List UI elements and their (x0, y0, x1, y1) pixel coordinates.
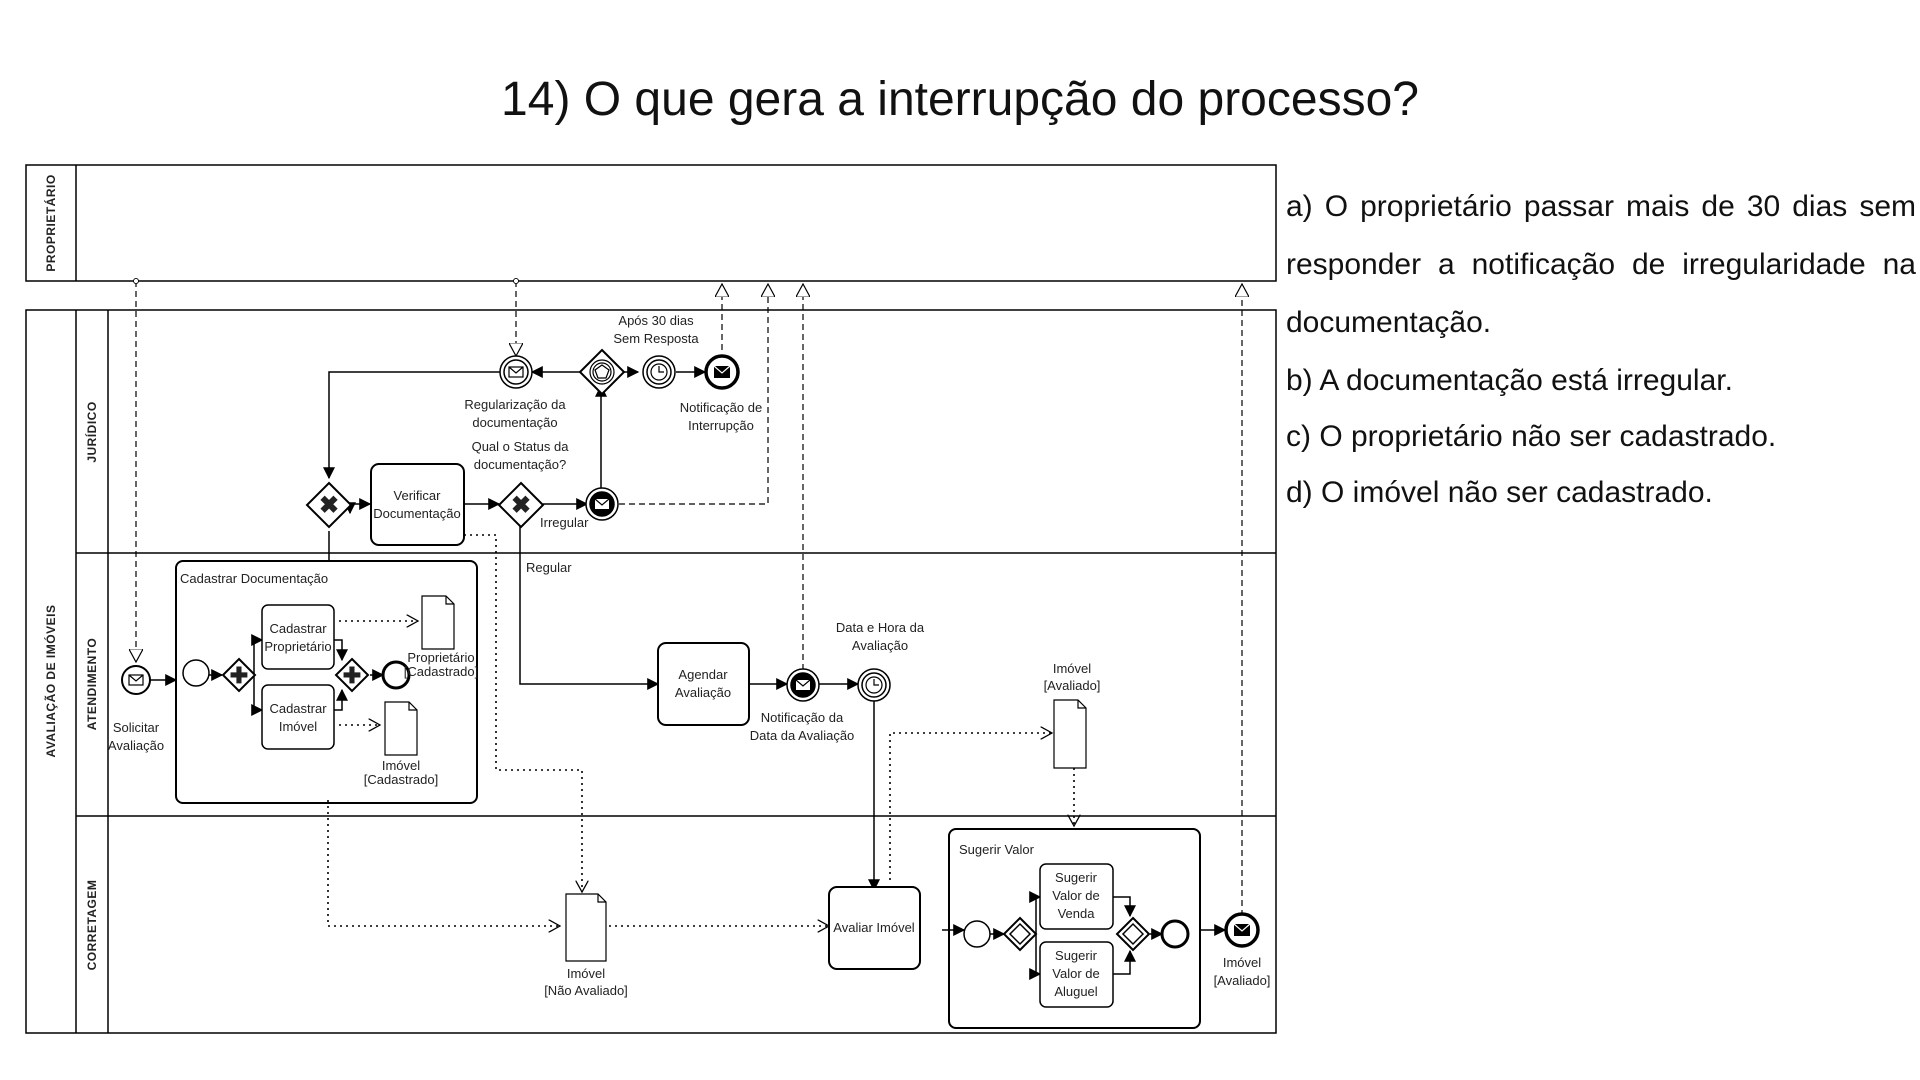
start-event-cadastrar (182, 659, 210, 687)
message-flows (136, 281, 1242, 916)
label-regularizacao-2: documentação (472, 415, 557, 430)
task-sugerir-aluguel: Sugerir Valor de Aluguel (1039, 941, 1114, 1008)
gateway-status-documentacao: ✖ (497, 481, 545, 529)
label-end-avaliado-2: [Avaliado] (1214, 973, 1271, 988)
answer-a[interactable]: a) O proprietário passar mais de 30 dias… (1286, 190, 1916, 339)
plus-icon: ✚ (230, 663, 248, 688)
task-aluguel-line2: Valor de (1052, 966, 1099, 981)
gateway-parallel-join: ✚ (334, 657, 370, 693)
task-aluguel-line3: Aluguel (1054, 984, 1097, 999)
start-event-solicitar-avaliacao (121, 665, 151, 695)
end-event-notificacao-interrupcao (704, 354, 740, 390)
label-apos30-1: Após 30 dias (618, 313, 694, 328)
subprocess-sugerir-valor: Sugerir Valor (948, 828, 1201, 1029)
label-notif-interrupcao-1: Notificação de (680, 400, 762, 415)
task-avaliar-imovel: Avaliar Imóvel (828, 886, 921, 970)
end-event-sugerir (1160, 919, 1190, 949)
pool-avaliacao-label: AVALIAÇÃO DE IMÓVEIS (43, 605, 58, 758)
answer-c[interactable]: c) O proprietário não ser cadastrado. (1286, 420, 1777, 453)
label-regular: Regular (526, 560, 572, 575)
end-event-imovel-avaliado (1224, 912, 1260, 948)
plus-icon: ✚ (343, 663, 361, 688)
label-notif-data-1: Notificação da (761, 710, 844, 725)
label-notif-interrupcao-2: Interrupção (688, 418, 754, 433)
data-nao-avaliado-line1: Imóvel (567, 966, 605, 981)
data-prop-line2: [Cadastrado] (404, 664, 478, 679)
exclusive-x-icon: ✖ (319, 492, 339, 519)
task-cad-prop-line1: Cadastrar (269, 621, 327, 636)
gateway-sugerir-join (1115, 916, 1151, 952)
label-solicitar-2: Avaliação (108, 738, 164, 753)
end-event-cadastrar (381, 660, 411, 690)
label-status-1: Qual o Status da (472, 439, 570, 454)
diagram-labels: Solicitar Avaliação Regularização da doc… (108, 313, 1271, 988)
data-prop-line1: Proprietário (407, 650, 474, 665)
label-end-avaliado-1: Imóvel (1223, 955, 1261, 970)
task-verificar-line2: Documentação (373, 506, 460, 521)
task-venda-line2: Valor de (1052, 888, 1099, 903)
intermediate-throw-irregular (585, 487, 619, 521)
page-title: 14) O que gera a interrupção do processo… (501, 73, 1419, 126)
timer-event-apos-30-dias (642, 355, 676, 389)
data-associations (327, 534, 1074, 926)
pool-proprietario-label: PROPRIETÁRIO (43, 174, 58, 271)
pool-avaliacao: AVALIAÇÃO DE IMÓVEIS JURÍDICO ATENDIMENT… (25, 309, 1277, 1034)
lane-corretagem-label: CORRETAGEM (85, 880, 99, 971)
lane-juridico-label: JURÍDICO (84, 401, 99, 462)
task-cadastrar-imovel: Cadastrar Imóvel (261, 684, 335, 750)
subprocess-cadastrar-label: Cadastrar Documentação (180, 571, 328, 586)
task-venda-line1: Sugerir (1055, 870, 1098, 885)
gateway-exclusive-merge: ✖ (305, 481, 353, 529)
intermediate-throw-notificacao-data (786, 668, 820, 702)
exclusive-x-icon: ✖ (511, 492, 531, 519)
data-object-imovel-cadastrado: Imóvel [Cadastrado] (364, 701, 438, 787)
task-cad-imovel-line1: Cadastrar (269, 701, 327, 716)
task-verificar-documentacao: Verificar Documentação (370, 463, 465, 546)
task-agendar-line2: Avaliação (675, 685, 731, 700)
label-irregular: Irregular (540, 515, 589, 530)
answer-b[interactable]: b) A documentação está irregular. (1286, 364, 1733, 397)
subprocess-sugerir-label: Sugerir Valor (959, 842, 1035, 857)
label-status-2: documentação? (474, 457, 567, 472)
task-agendar-line1: Agendar (678, 667, 728, 682)
label-data-hora-1: Data e Hora da (836, 620, 925, 635)
start-event-sugerir (963, 920, 991, 948)
task-cadastrar-proprietario: Cadastrar Proprietário (261, 604, 335, 670)
task-agendar-avaliacao: Agendar Avaliação (657, 642, 750, 726)
sequence-flows (148, 366, 1227, 980)
gateway-parallel-split: ✚ (221, 657, 257, 693)
gateway-event-based (578, 348, 626, 396)
data-object-proprietario-cadastrado: Proprietário [Cadastrado] (404, 595, 478, 679)
task-cad-imovel-line2: Imóvel (279, 719, 317, 734)
pool-proprietario: PROPRIETÁRIO (25, 164, 1277, 282)
answer-d[interactable]: d) O imóvel não ser cadastrado. (1286, 476, 1713, 509)
task-cad-prop-line2: Proprietário (264, 639, 331, 654)
intermediate-event-regularizacao (499, 355, 533, 389)
task-verificar-line1: Verificar (394, 488, 442, 503)
data-object-imovel-avaliado: Imóvel [Avaliado] (1044, 661, 1101, 769)
task-aluguel-line1: Sugerir (1055, 948, 1098, 963)
data-object-imovel-nao-avaliado: Imóvel [Não Avaliado] (544, 893, 628, 998)
label-regularizacao-1: Regularização da (464, 397, 566, 412)
data-avaliado-line2: [Avaliado] (1044, 678, 1101, 693)
task-venda-line3: Venda (1058, 906, 1096, 921)
label-apos30-2: Sem Resposta (613, 331, 699, 346)
data-imovel-cad-line2: [Cadastrado] (364, 772, 438, 787)
gateway-sugerir-split (1002, 916, 1038, 952)
lane-atendimento-label: ATENDIMENTO (85, 638, 99, 730)
task-avaliar-label: Avaliar Imóvel (833, 920, 915, 935)
label-notif-data-2: Data da Avaliação (750, 728, 855, 743)
data-avaliado-line1: Imóvel (1053, 661, 1091, 676)
answer-options: a) O proprietário passar mais de 30 dias… (1286, 178, 1916, 532)
data-imovel-cad-line1: Imóvel (382, 758, 420, 773)
timer-event-data-hora (857, 668, 891, 702)
subprocess-cadastrar-documentacao: Cadastrar Documentação (175, 560, 478, 804)
bpmn-diagram: PROPRIETÁRIO AVALIAÇÃO DE IMÓVEIS JURÍDI… (25, 164, 1277, 1034)
label-data-hora-2: Avaliação (852, 638, 908, 653)
data-nao-avaliado-line2: [Não Avaliado] (544, 983, 628, 998)
label-solicitar-1: Solicitar (113, 720, 160, 735)
task-sugerir-venda: Sugerir Valor de Venda (1039, 863, 1114, 930)
